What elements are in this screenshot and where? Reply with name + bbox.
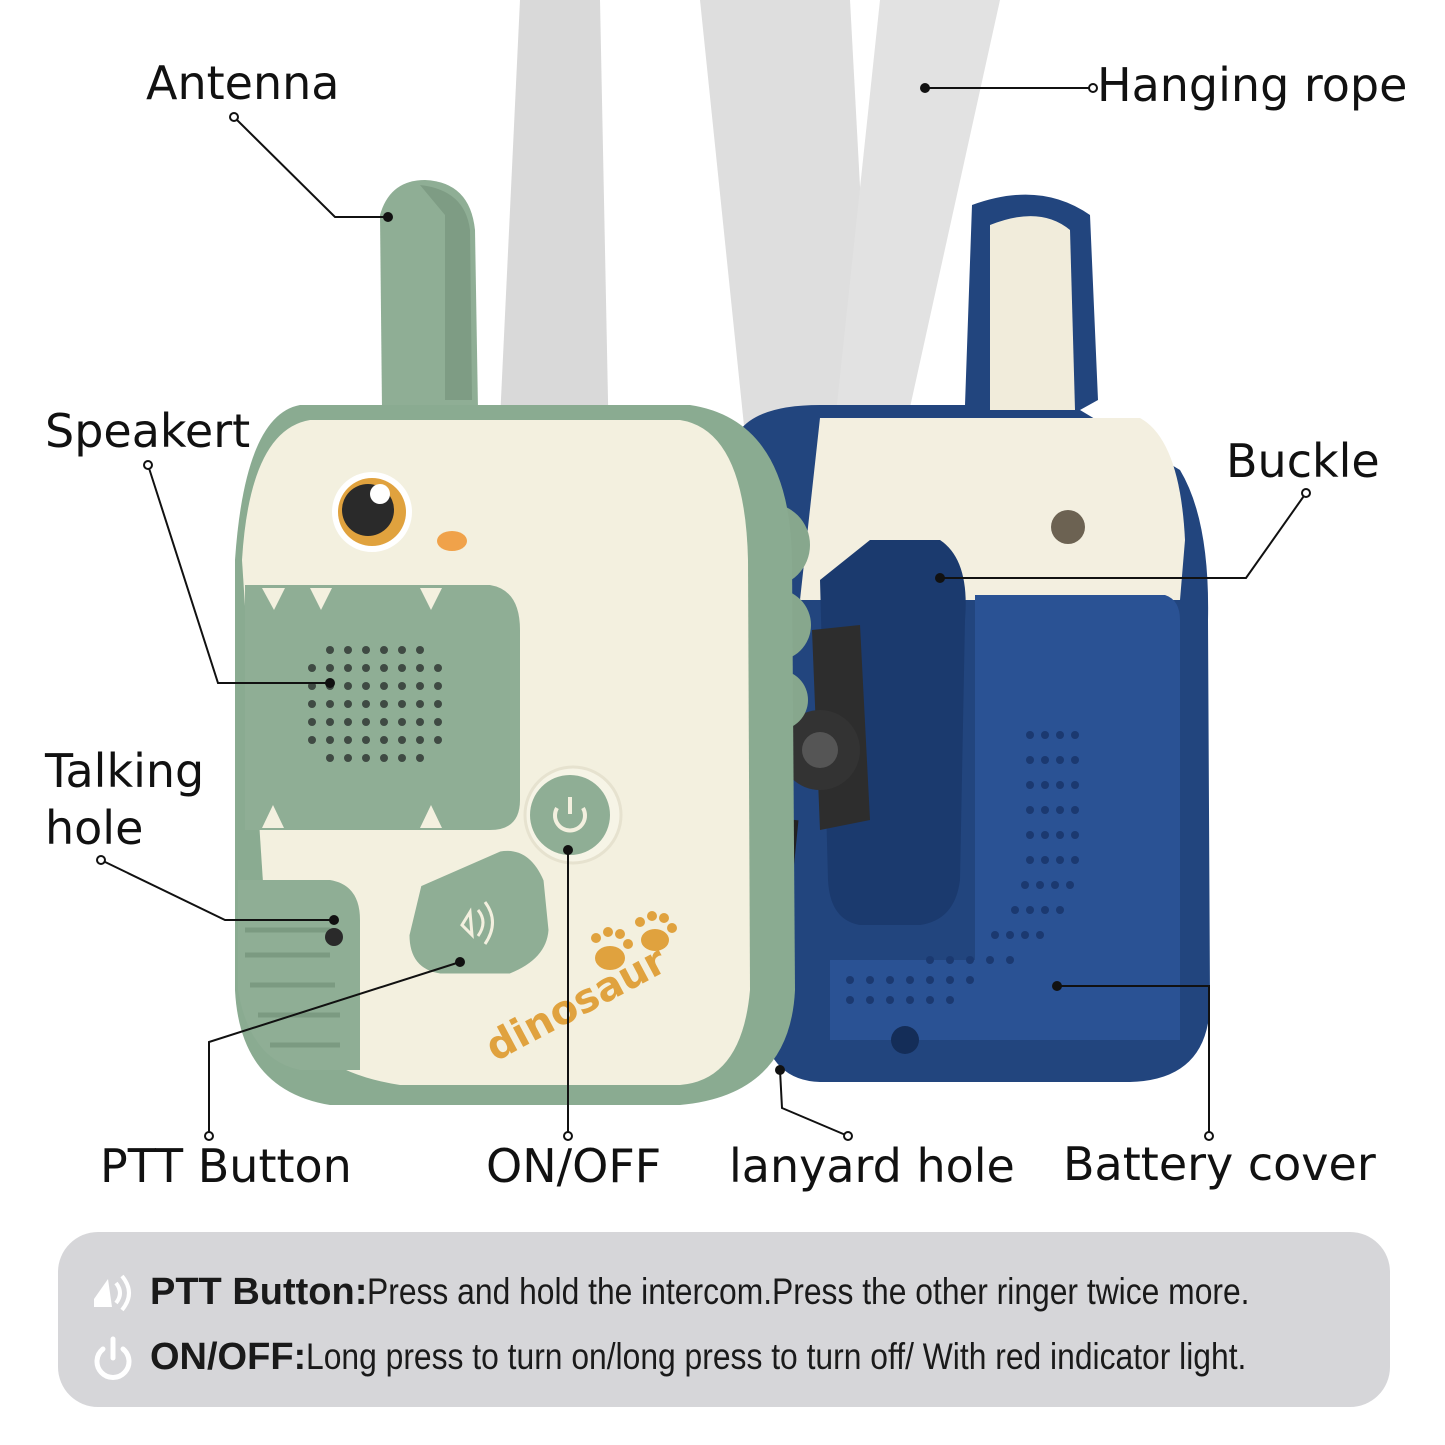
lanyard — [766, 625, 870, 1031]
speaker-wave-icon — [94, 1274, 131, 1312]
power-icon — [94, 1336, 132, 1380]
paw-print-icon — [591, 911, 677, 970]
info-row-onoff: ON/OFF: Long press to turn on/long press… — [88, 1327, 1400, 1387]
info-onoff-text: Long press to turn on/long press to turn… — [306, 1336, 1247, 1377]
anchor-dots — [325, 83, 1062, 1075]
label-antenna: Antenna — [146, 56, 340, 110]
leader-lines — [100, 87, 1307, 1137]
label-speaker: Speakert — [45, 404, 251, 458]
label-buckle: Buckle — [1226, 434, 1380, 488]
leader-dots — [96, 83, 1311, 1141]
talking-hole — [325, 928, 343, 946]
label-ptt-button: PTT Button — [100, 1139, 352, 1193]
buckle-hole — [1051, 510, 1085, 544]
blue-walkie-talkie — [740, 194, 1210, 1083]
label-talking-hole-line2: hole — [45, 801, 144, 855]
label-battery-cover: Battery cover — [1063, 1137, 1376, 1191]
speaker-grille-icon — [308, 646, 442, 762]
info-panel: PTT Button: Press and hold the intercom.… — [58, 1232, 1390, 1407]
info-onoff-key: ON/OFF: — [150, 1335, 307, 1378]
power-button[interactable] — [523, 765, 623, 865]
info-row-ptt: PTT Button: Press and hold the intercom.… — [88, 1262, 1394, 1322]
label-lanyard-hole: lanyard hole — [729, 1139, 1015, 1193]
info-ptt-text: Press and hold the intercom.Press the ot… — [367, 1271, 1250, 1312]
label-hanging-rope: Hanging rope — [1097, 58, 1408, 112]
speaker-wave-icon — [460, 901, 494, 945]
ptt-button[interactable] — [406, 847, 552, 977]
info-ptt-key: PTT Button: — [150, 1270, 368, 1313]
eye-icon — [332, 472, 412, 552]
nose — [437, 531, 467, 551]
lanyard-hole-back — [891, 1026, 919, 1054]
label-talking-hole-line1: Talking — [45, 744, 205, 798]
power-icon — [553, 807, 587, 833]
label-on-off: ON/OFF — [486, 1139, 662, 1193]
speaker-dots-back — [846, 731, 1079, 1004]
